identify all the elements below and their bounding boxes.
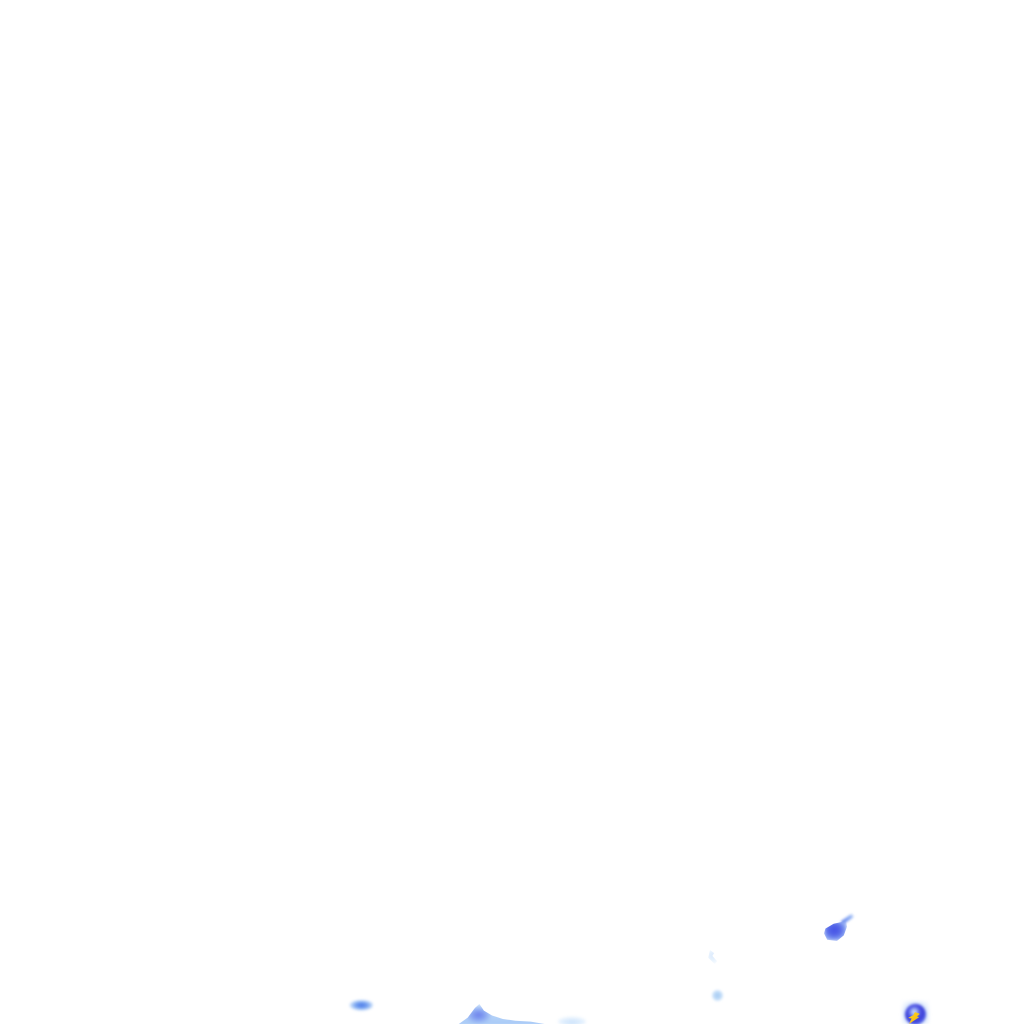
cursor-arrowhead (824, 921, 847, 941)
blue-dash-artifact (349, 999, 373, 1011)
mouse-cursor-artifact (820, 910, 858, 944)
faint-dot-artifact (712, 990, 723, 1001)
bottom-smudge-artifact (558, 1017, 586, 1024)
mountain-blob-artifact (456, 1004, 546, 1024)
app-icon-artifact[interactable] (902, 1001, 929, 1024)
blue-ring-icon (905, 1004, 926, 1024)
lightning-bolt-icon (908, 1012, 920, 1024)
cursor-tail (840, 913, 855, 925)
faint-tick-artifact (708, 950, 718, 964)
icon-glow (902, 1001, 929, 1024)
